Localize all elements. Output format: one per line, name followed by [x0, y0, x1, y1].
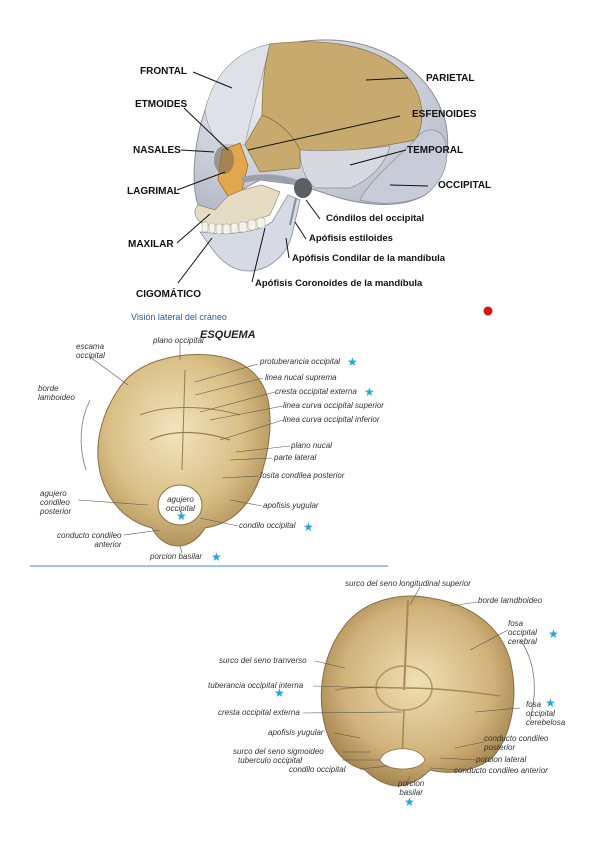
esquema-title: ESQUEMA — [200, 329, 256, 341]
label-fosa-cerebelosa: fosa occipital cerebelosa — [526, 700, 566, 728]
red-dot-marker — [483, 306, 493, 316]
occipital-external-view — [77, 343, 291, 554]
label-conducto-anterior-int: conducto condileo anterior — [454, 766, 548, 775]
label-protuberancia: protuberancia occipital — [260, 357, 341, 366]
label-cresta-interna: cresta occipital externa — [218, 708, 300, 717]
label-conducto-anterior-ext: conducto condileo anterior — [57, 531, 122, 550]
label-apofisis-yugular-int: apofisis yugular — [268, 728, 324, 737]
label-temporal: TEMPORAL — [407, 145, 464, 156]
label-surco-transverso: surco del seno tranverso — [219, 656, 307, 665]
label-esfenoides: ESFENOIDES — [412, 109, 477, 120]
occipital-bone — [359, 129, 448, 204]
label-curva-superior: linea curva occipital superior — [283, 401, 384, 410]
label-plano-occipital: plano occipital — [153, 336, 204, 345]
label-maxilar: MAXILAR — [128, 239, 174, 250]
star-icon: ★ — [211, 550, 222, 564]
star-icon: ★ — [274, 686, 285, 700]
label-nasales: NASALES — [133, 145, 181, 156]
label-plano-nucal: plano nucal — [291, 441, 332, 450]
star-icon: ★ — [404, 795, 415, 809]
label-estiloides: Apófisis estiloides — [309, 233, 393, 244]
skull-leader-lines — [176, 71, 429, 284]
orbit — [214, 146, 234, 174]
star-icon: ★ — [303, 520, 314, 534]
label-borde-lamboideo: borde lamboideo — [38, 384, 75, 403]
label-condilo-int: condilo occipital — [289, 765, 346, 774]
label-tuberancia-interna: tuberancia occipital interna — [208, 681, 304, 690]
label-porcion-basilar-ext: porcion basilar — [150, 552, 203, 561]
label-fosa-cerebral: fosa occipital cerebral — [508, 619, 537, 647]
label-porcion-lateral: porcion lateral — [476, 755, 527, 764]
label-parietal: PARIETAL — [426, 73, 475, 84]
label-cigomatico: CIGOMÁTICO — [136, 289, 201, 300]
star-icon: ★ — [347, 355, 358, 369]
internal-leader-lines — [302, 586, 521, 787]
label-surco-longitudinal: surco del seno longitudinal superior — [345, 579, 471, 588]
star-icon: ★ — [548, 627, 559, 641]
external-acoustic-meatus — [294, 178, 312, 198]
label-agujero-occipital: agujero occipital — [166, 495, 195, 514]
label-fosita: fosita condilea posterior — [260, 471, 345, 480]
star-icon: ★ — [545, 696, 556, 710]
label-porcion-basilar-int: porcion basilar — [398, 779, 425, 798]
label-borde-lambdoideo: borde lamdboideo — [478, 596, 543, 605]
label-nucal-suprema: linea nucal suprema — [265, 373, 337, 382]
star-icon: ★ — [176, 509, 187, 523]
occipital-internal-bone — [320, 595, 515, 787]
frontal-bone — [204, 43, 271, 146]
foramen-magnum-internal — [379, 748, 426, 770]
label-coronoides: Apófisis Coronoides de la mandíbula — [255, 278, 423, 289]
teeth — [201, 217, 266, 235]
label-apofisis-yugular-ext: apofisis yugular — [263, 501, 319, 510]
label-occipital: OCCIPITAL — [438, 180, 492, 191]
temporal-bone — [299, 145, 391, 189]
occipital-external-bone — [97, 354, 271, 547]
label-lagrimal: LAGRIMAL — [127, 186, 180, 197]
occipital-internal-view — [302, 586, 535, 787]
label-surco-sigmoideo: surco del seno sigmoideo — [233, 747, 324, 756]
sphenoid-bone — [244, 114, 301, 173]
label-agujero-condileo: agujero condileo posterior — [40, 489, 72, 517]
label-escama: escama occipital — [76, 342, 105, 361]
star-icon: ★ — [364, 385, 375, 399]
label-etmoides: ETMOIDES — [135, 99, 188, 110]
label-conducto-posterior: conducto condileo posterior — [484, 734, 549, 753]
label-condilar: Apófisis Condilar de la mandíbula — [292, 253, 446, 264]
label-parte-lateral: parte lateral — [274, 453, 317, 462]
label-frontal: FRONTAL — [140, 66, 188, 77]
label-tuberculo: tuberculo occipital — [238, 756, 303, 765]
label-condilos: Cóndilos del occipital — [326, 213, 425, 224]
foramen-magnum-external — [157, 484, 203, 526]
styloid-process — [289, 197, 297, 226]
label-condilo-ext: condilo occipital — [239, 521, 296, 530]
external-leader-lines — [77, 343, 291, 554]
caption-lateral-view: Visión lateral del cráneo — [131, 312, 227, 322]
skull-lateral-view — [176, 39, 449, 284]
label-cresta-externa: cresta occipital externa — [275, 387, 357, 396]
label-curva-inferior: linea curva occipital inferior — [283, 415, 380, 424]
